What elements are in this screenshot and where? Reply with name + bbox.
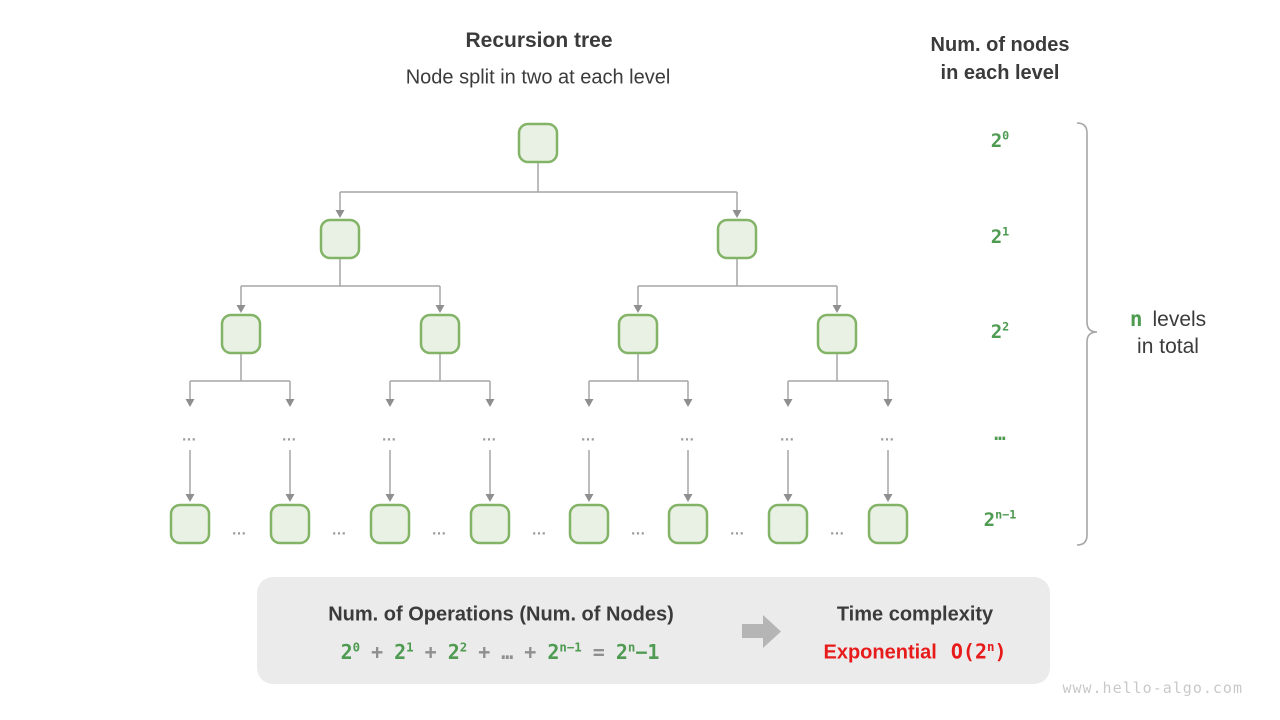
complexity-formula: O(2n) <box>950 638 1007 664</box>
complexity-word: Exponential <box>823 641 937 664</box>
brace <box>1076 122 1098 546</box>
tree-node <box>767 503 809 545</box>
arrowhead-down-icon <box>883 399 893 407</box>
tree-node <box>617 313 659 355</box>
arrowhead-down-icon <box>584 399 594 407</box>
formula-token: … <box>501 640 514 664</box>
tree-ellipsis: … <box>181 427 199 445</box>
tree-ellipsis: … <box>829 521 847 539</box>
arrowhead-down-icon <box>435 305 445 313</box>
arrowhead-down-icon <box>485 399 495 407</box>
arrowhead-down-icon <box>783 399 793 407</box>
arrowhead-down-icon <box>335 210 345 218</box>
arrowhead-down-icon <box>783 494 793 502</box>
operations-formula: 20 +21 +22 + … +2n−1 = 2n−1 <box>341 640 660 664</box>
formula-token: 21 <box>394 639 414 664</box>
tree-ellipsis: … <box>729 521 747 539</box>
summary-box <box>257 577 1050 684</box>
arrowhead-down-icon <box>385 494 395 502</box>
arrowhead-down-icon <box>236 305 246 313</box>
tree-ellipsis: … <box>331 521 349 539</box>
right-header-line1: Num. of nodes <box>930 34 1070 56</box>
tree-node <box>667 503 709 545</box>
tree-ellipsis: … <box>630 521 648 539</box>
tree-node <box>568 503 610 545</box>
arrow-right-icon <box>742 615 781 648</box>
watermark: www.hello-algo.com <box>1062 679 1243 697</box>
arrowhead-down-icon <box>883 494 893 502</box>
arrowhead-down-icon <box>185 494 195 502</box>
tree-node <box>220 313 262 355</box>
arrowhead-down-icon <box>584 494 594 502</box>
formula-token: 22 <box>447 639 468 664</box>
tree-ellipsis: … <box>431 521 449 539</box>
tree-node <box>269 503 311 545</box>
tree-ellipsis: … <box>580 427 598 445</box>
tree-node <box>867 503 909 545</box>
levels-total-rest: levels <box>1152 308 1207 331</box>
tree-ellipsis: … <box>879 427 897 445</box>
tree-node <box>369 503 411 545</box>
right-header-line2: in each level <box>940 62 1060 84</box>
arrowhead-down-icon <box>285 399 295 407</box>
formula-token: = <box>592 640 605 664</box>
arrowhead-down-icon <box>285 494 295 502</box>
tree-node <box>716 218 758 260</box>
arrowhead-down-icon <box>683 399 693 407</box>
formula-token: 20 <box>340 639 361 664</box>
tree-node <box>469 503 511 545</box>
complexity-title: Time complexity <box>836 603 994 626</box>
level-label: 21 <box>990 224 1010 248</box>
tree-ellipsis: … <box>381 427 399 445</box>
level-label: … <box>994 423 1006 445</box>
tree-node <box>517 122 559 164</box>
arrowhead-down-icon <box>485 494 495 502</box>
formula-token: + <box>424 640 437 664</box>
tree-ellipsis: … <box>231 521 249 539</box>
arrowhead-down-icon <box>683 494 693 502</box>
tree-node <box>816 313 858 355</box>
arrowhead-down-icon <box>185 399 195 407</box>
diagram-title: Recursion tree <box>465 29 613 52</box>
formula-token: + <box>524 640 537 664</box>
tree-ellipsis: … <box>481 427 499 445</box>
levels-total-line2: in total <box>1137 335 1199 358</box>
tree-node <box>419 313 461 355</box>
formula-token: + <box>478 640 491 664</box>
complexity-value: Exponential O(2n) <box>824 640 1007 665</box>
tree-node <box>319 218 361 260</box>
arrowhead-down-icon <box>385 399 395 407</box>
operations-title: Num. of Operations (Num. of Nodes) <box>328 603 674 626</box>
tree-ellipsis: … <box>531 521 549 539</box>
level-label: 2n−1 <box>983 507 1017 531</box>
formula-token: + <box>371 640 384 664</box>
arrowhead-down-icon <box>832 305 842 313</box>
level-label: 22 <box>990 319 1010 343</box>
diagram-subtitle: Node split in two at each level <box>405 66 671 89</box>
level-label: 20 <box>990 128 1010 152</box>
tree-ellipsis: … <box>281 427 299 445</box>
tree-node <box>169 503 211 545</box>
right-column-header: Num. of nodes in each level <box>931 31 1070 87</box>
arrowhead-down-icon <box>732 210 742 218</box>
formula-token: 2n−1 <box>547 639 582 664</box>
levels-total-n: n <box>1129 307 1143 331</box>
tree-ellipsis: … <box>779 427 797 445</box>
formula-token: 2n−1 <box>615 639 660 664</box>
arrowhead-down-icon <box>633 305 643 313</box>
tree-ellipsis: … <box>679 427 697 445</box>
